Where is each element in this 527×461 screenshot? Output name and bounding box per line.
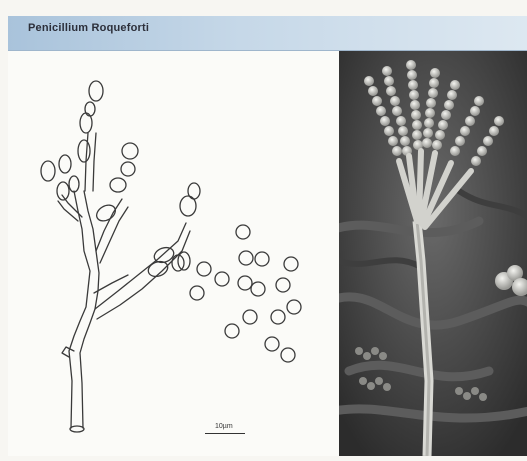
line-drawing-panel — [8, 51, 339, 456]
sem-micrograph-image — [339, 51, 527, 456]
scale-bar-label: 10µm — [215, 423, 233, 430]
penicillium-line-drawing — [8, 51, 339, 456]
conidiophore-stalk — [69, 191, 90, 428]
sem-micrograph — [339, 51, 527, 456]
scale-bar — [205, 433, 245, 434]
page-title: Penicillium Roqueforti — [28, 22, 149, 34]
stalk-foot — [70, 426, 84, 432]
